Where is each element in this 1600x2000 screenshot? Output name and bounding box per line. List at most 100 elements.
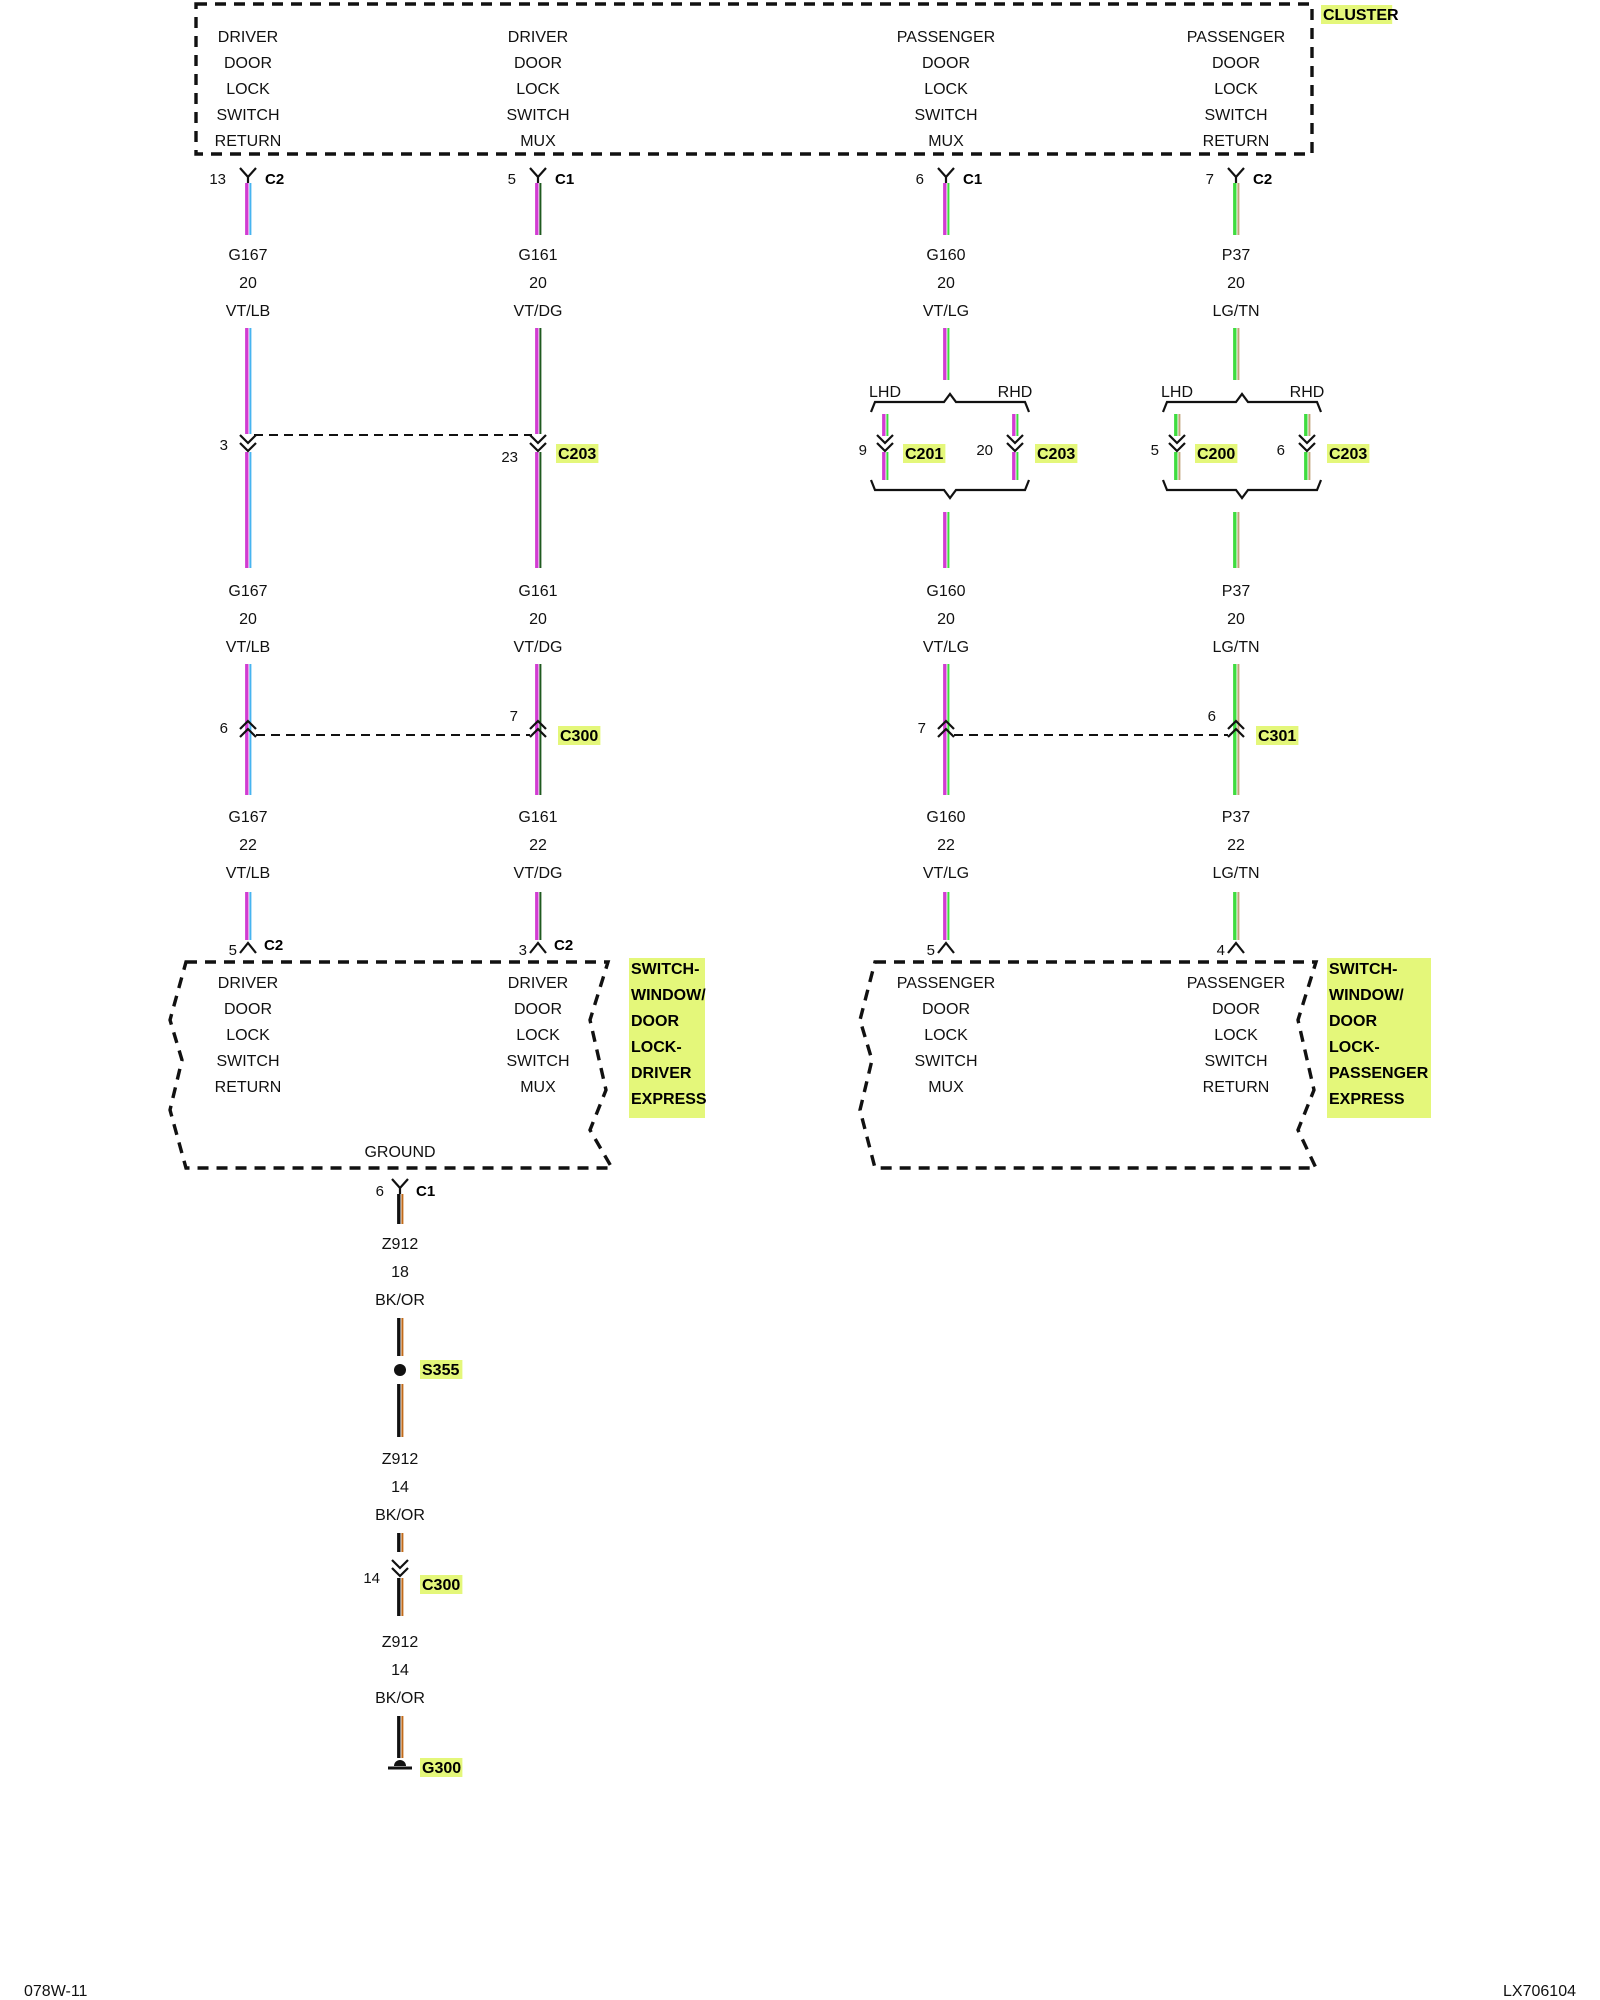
footer-right: LX706104 bbox=[1503, 1983, 1576, 2000]
row3-connector-2 bbox=[937, 719, 955, 738]
driver-switch-name-line-3: LOCK- bbox=[631, 1039, 682, 1056]
z912-wire3-color: BK/OR bbox=[375, 1690, 425, 1707]
passenger-switch-pin-1-line-1: DOOR bbox=[1212, 1001, 1260, 1018]
seg3-label-3-color: LG/TN bbox=[1212, 865, 1259, 882]
driver-switch-pin-1-line-3: SWITCH bbox=[506, 1053, 569, 1070]
driver-switch-name-line-0: SWITCH- bbox=[631, 961, 699, 978]
top-connector-3 bbox=[1227, 167, 1245, 183]
driver-switch-pin-0-line-0: DRIVER bbox=[218, 975, 278, 992]
splice-s355-highlight bbox=[420, 1360, 463, 1379]
wire-lhd-bot-mux bbox=[882, 452, 889, 480]
ground-g300-name-highlight bbox=[420, 1758, 463, 1777]
wire-z912-c bbox=[397, 1578, 404, 1616]
connector-c203-pin3 bbox=[239, 434, 257, 453]
cluster-pin-2-line-4: MUX bbox=[928, 133, 964, 150]
splice-s355-dot bbox=[394, 1364, 406, 1376]
rhd-label-return: RHD bbox=[1290, 384, 1325, 401]
cluster-pin-2-line-2: LOCK bbox=[924, 81, 968, 98]
switch-connector-1 bbox=[529, 941, 547, 954]
wire-z912-a bbox=[397, 1318, 404, 1356]
connector-rhd-return bbox=[1298, 434, 1316, 453]
wire-seg1-stub-0 bbox=[245, 183, 252, 235]
z912-wire3-circuit: Z912 bbox=[382, 1634, 419, 1651]
driver-switch-pin-0-line-1: DOOR bbox=[224, 1001, 272, 1018]
top-connector-name-1: C1 bbox=[555, 171, 574, 188]
brace-bottom-mux bbox=[869, 479, 1031, 500]
top-connector-0 bbox=[239, 167, 257, 183]
seg3-label-1-gauge: 22 bbox=[529, 837, 547, 854]
cluster-pin-0-line-1: DOOR bbox=[224, 55, 272, 72]
wire-lhd-top-mux bbox=[882, 414, 889, 436]
switch-connector-pin-2: 5 bbox=[927, 942, 935, 959]
driver-switch-pin-1-line-0: DRIVER bbox=[508, 975, 568, 992]
name-lhd-return: C200 bbox=[1197, 446, 1235, 463]
seg2-label-2-circuit: G160 bbox=[926, 583, 965, 600]
seg3-label-2-gauge: 22 bbox=[937, 837, 955, 854]
seg2-label-1-color: VT/DG bbox=[514, 639, 563, 656]
seg1-label-0-circuit: G167 bbox=[228, 247, 267, 264]
passenger-switch-box bbox=[858, 960, 1319, 1170]
seg3-label-2-color: VT/LG bbox=[923, 865, 969, 882]
c300-pin-a: 6 bbox=[220, 720, 228, 737]
z912-wire2-color: BK/OR bbox=[375, 1507, 425, 1524]
passenger-switch-name-line-5: EXPRESS bbox=[1329, 1091, 1405, 1108]
switch-connector-name-0: C2 bbox=[264, 937, 283, 954]
c300-name-highlight bbox=[558, 726, 601, 745]
row3-connector-0 bbox=[239, 719, 257, 738]
cluster-box bbox=[194, 2, 1314, 156]
passenger-switch-pin-1-line-4: RETURN bbox=[1203, 1079, 1270, 1096]
cluster-pin-3-line-4: RETURN bbox=[1203, 133, 1270, 150]
passenger-switch-pin-0-line-3: SWITCH bbox=[914, 1053, 977, 1070]
c301-pin-b: 6 bbox=[1208, 708, 1216, 725]
z912-wire3-gauge: 14 bbox=[391, 1662, 409, 1679]
passenger-switch-pin-0-line-2: LOCK bbox=[924, 1027, 968, 1044]
ground-conn2-name-highlight bbox=[420, 1575, 463, 1594]
wire-seg1-2 bbox=[943, 328, 950, 380]
seg2-label-0-gauge: 20 bbox=[239, 611, 257, 628]
cluster-pin-0-line-3: SWITCH bbox=[216, 107, 279, 124]
z912-wire1-circuit: Z912 bbox=[382, 1236, 419, 1253]
seg3-label-3-gauge: 22 bbox=[1227, 837, 1245, 854]
row3-connector-1 bbox=[529, 719, 547, 738]
wire-z912-a-stub bbox=[397, 1194, 404, 1224]
wire-z912-d bbox=[397, 1716, 404, 1758]
wire-seg2-3 bbox=[1233, 512, 1240, 568]
wire-lhd-top-return bbox=[1174, 414, 1181, 436]
seg1-label-2-color: VT/LG bbox=[923, 303, 969, 320]
seg3-label-1-circuit: G161 bbox=[518, 809, 557, 826]
seg1-label-3-circuit: P37 bbox=[1222, 247, 1251, 264]
top-connector-pin-3: 7 bbox=[1206, 171, 1214, 188]
cluster-name-highlight bbox=[1321, 5, 1393, 24]
driver-switch-name-line-2: DOOR bbox=[631, 1013, 679, 1030]
seg3-label-2-circuit: G160 bbox=[926, 809, 965, 826]
splice-s355: S355 bbox=[422, 1362, 459, 1379]
wire-seg2-2 bbox=[943, 512, 950, 568]
cluster-pin-2-line-3: SWITCH bbox=[914, 107, 977, 124]
driver-switch-pin-0-line-4: RETURN bbox=[215, 1079, 282, 1096]
c301-name-highlight bbox=[1256, 726, 1299, 745]
seg3-label-1-color: VT/DG bbox=[514, 865, 563, 882]
wire-seg1-3 bbox=[1233, 328, 1240, 380]
wire-seg1-stub-1 bbox=[535, 183, 542, 235]
connector-c203-pin23 bbox=[529, 434, 547, 453]
wire-seg3-bot-2 bbox=[943, 892, 950, 940]
driver-switch-pin-0-line-3: SWITCH bbox=[216, 1053, 279, 1070]
driver-switch-box bbox=[168, 960, 615, 1170]
rhd-label-mux: RHD bbox=[998, 384, 1033, 401]
wire-seg2-1 bbox=[535, 452, 542, 568]
seg1-label-2-circuit: G160 bbox=[926, 247, 965, 264]
passenger-switch-name-line-4: PASSENGER bbox=[1329, 1065, 1429, 1082]
name-rhd-return-highlight bbox=[1327, 444, 1370, 463]
wire-seg1-1 bbox=[535, 328, 542, 434]
passenger-switch-pin-0-line-4: MUX bbox=[928, 1079, 964, 1096]
seg2-label-3-color: LG/TN bbox=[1212, 639, 1259, 656]
wire-rhd-top-return bbox=[1304, 414, 1311, 436]
cluster-pin-3-line-1: DOOR bbox=[1212, 55, 1260, 72]
seg1-label-3-color: LG/TN bbox=[1212, 303, 1259, 320]
seg2-label-3-circuit: P37 bbox=[1222, 583, 1251, 600]
z912-wire1-color: BK/OR bbox=[375, 1292, 425, 1309]
seg1-label-0-gauge: 20 bbox=[239, 275, 257, 292]
ground-conn2-pin: 14 bbox=[363, 1570, 380, 1587]
cluster-pin-2-line-0: PASSENGER bbox=[897, 29, 995, 46]
